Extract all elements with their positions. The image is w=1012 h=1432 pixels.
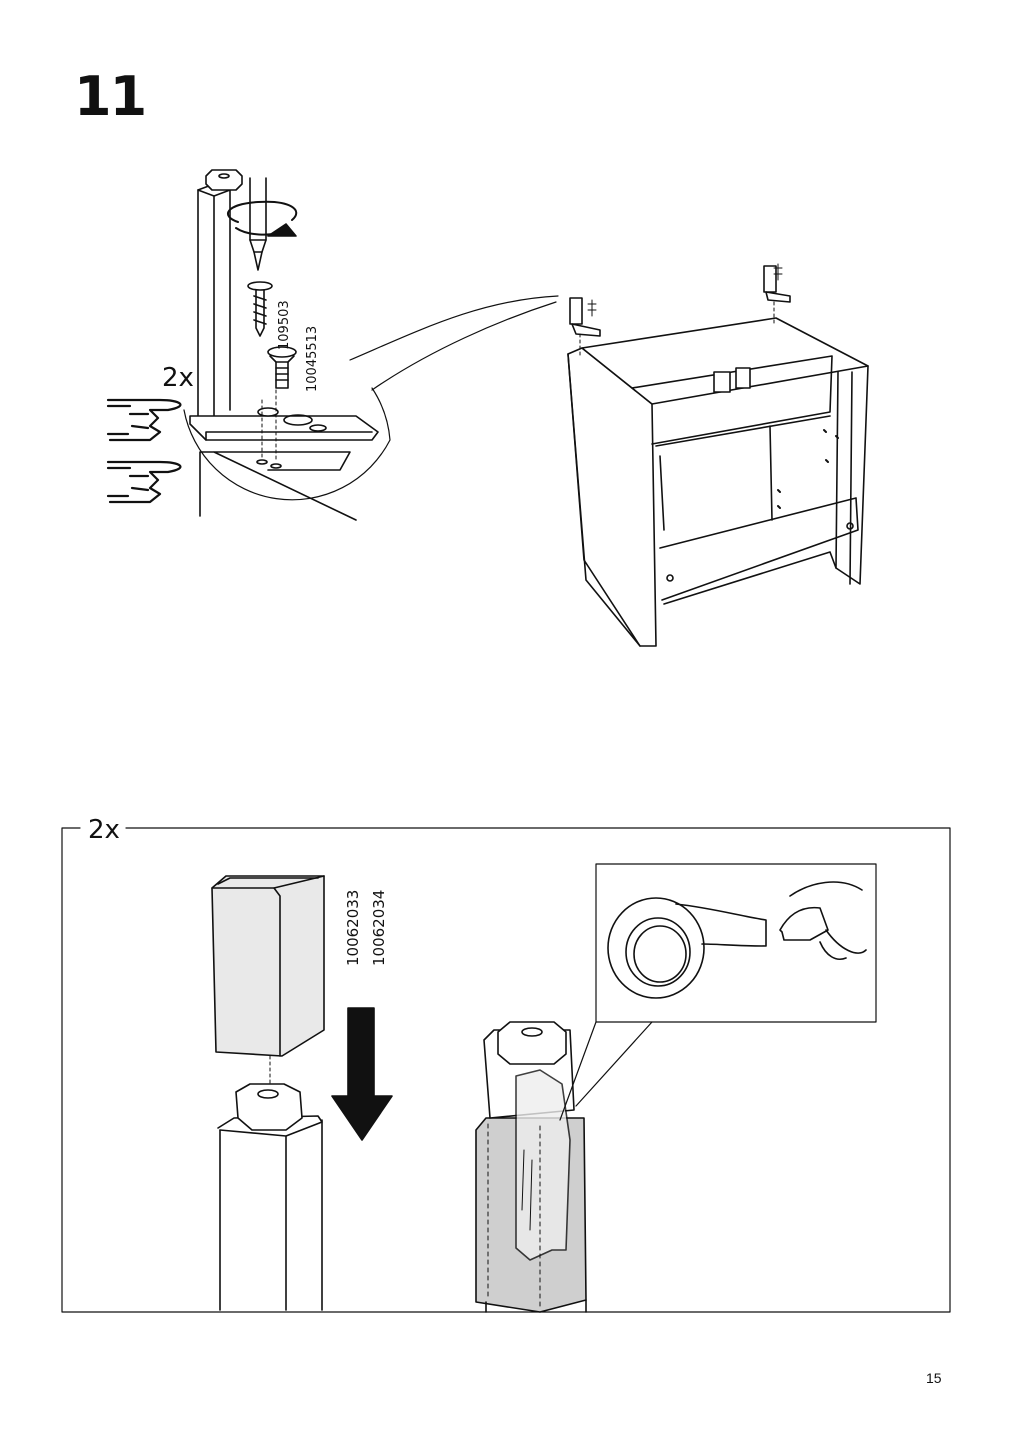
taped-leg-icon (475, 1021, 587, 1313)
part-number-4: 10062034 (370, 890, 388, 966)
bolt-icon (267, 346, 297, 389)
bracket-pin-left-icon (569, 297, 601, 357)
screw-icon (247, 281, 273, 337)
step-number: 11 (74, 65, 147, 128)
leg-icon (217, 1055, 323, 1311)
pointing-hand-icon (106, 460, 182, 504)
part-number-2: 10045513 (305, 326, 320, 392)
screwdriver-icon (249, 177, 267, 271)
hand-icon (779, 881, 867, 960)
leg-top-nut-icon (205, 169, 243, 191)
panel-frame (61, 827, 951, 1313)
sleeve-icon (211, 875, 325, 1057)
quantity-label: 2x (162, 363, 194, 393)
leg-bracket-detail (183, 169, 559, 521)
tape-detail-box (559, 863, 877, 1121)
panel-quantity-label: 2x (88, 815, 120, 845)
pointing-hand-icon (106, 398, 182, 442)
part-number-1: 109503 (277, 300, 292, 350)
bracket-pin-right-icon (763, 263, 791, 327)
cabinet-icon (567, 317, 869, 647)
down-arrow-icon (331, 1007, 393, 1141)
rotate-arrow-icon (227, 200, 298, 237)
page-number: 15 (926, 1370, 942, 1386)
tape-roll-icon (607, 897, 767, 999)
part-number-3: 10062033 (344, 890, 362, 966)
